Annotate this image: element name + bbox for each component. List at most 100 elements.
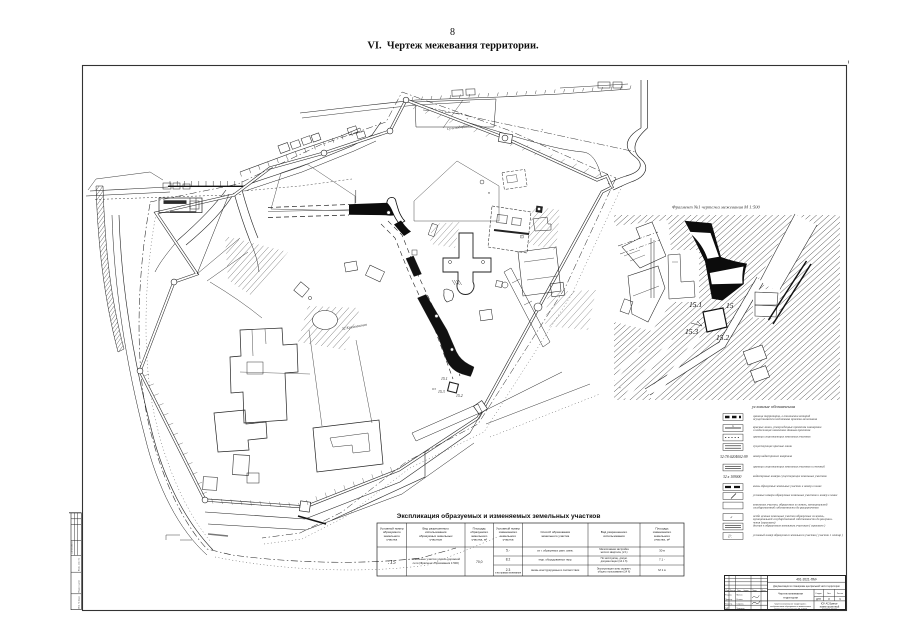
svg-text:VI. Чертеж межевания территор: VI. Чертеж межевания территории. — [367, 41, 539, 52]
svg-text:нижне проектный: нижне проектный — [820, 606, 840, 609]
svg-text:Су-ы водоразд.: Су-ы водоразд. — [447, 124, 470, 131]
svg-text:Подп. и дата: Подп. и дата — [79, 579, 81, 592]
svg-text:жилого квартала, (2.1): жилого квартала, (2.1) — [601, 550, 628, 554]
svg-text:красные линии, утвержденные пр: красные линии, утвержденные проектом пла… — [753, 425, 822, 430]
svg-text:и на правах межевания: и на правах межевания — [495, 572, 522, 575]
svg-text:30 в: 30 в — [659, 549, 665, 553]
svg-text:1/:: 1/: — [728, 535, 732, 539]
svg-text:Серова: Серова — [737, 603, 745, 605]
svg-text:земельного: земельного — [654, 534, 671, 538]
svg-text:участков: участков — [430, 538, 443, 542]
svg-text:чения (сервитут): чения (сервитут) — [753, 520, 775, 524]
svg-text:использования: использования — [603, 534, 625, 538]
svg-text:Инв. № подл.: Инв. № подл. — [78, 595, 81, 608]
svg-text:земельного: земельного — [384, 534, 401, 538]
svg-text:государственной собственности: государственной собственности до разгран… — [753, 505, 819, 510]
svg-text:условные номера образуемых зем: условные номера образуемых земельных уча… — [752, 493, 838, 497]
svg-text:№док.: №док. — [744, 589, 750, 592]
svg-text:участка, м²: участка, м² — [471, 538, 487, 542]
svg-text:земельного: земельного — [471, 534, 488, 538]
svg-text:участка, м²: участка, м² — [654, 538, 670, 542]
svg-text:Площадь: Площадь — [655, 526, 669, 530]
svg-text:Дата: Дата — [762, 590, 767, 592]
svg-text:Н.контр.: Н.контр. — [725, 603, 733, 605]
svg-text:8: 8 — [828, 598, 830, 601]
svg-text:70,0: 70,0 — [476, 560, 483, 564]
svg-text:условный номер образуемого зем: условный номер образуемого земельного уч… — [752, 532, 843, 537]
svg-text:отображением образуемых и изме: отображением образуемых и изменяемых — [770, 606, 812, 608]
svg-text:15.2: 15.2 — [456, 394, 463, 398]
svg-text:Взам. инв. №: Взам. инв. № — [78, 557, 81, 571]
svg-text:15.2: 15.2 — [716, 333, 729, 342]
svg-text:Митин: Митин — [737, 595, 743, 597]
svg-text:и подлежащие изменению данным: и подлежащие изменению данным проектом — [753, 428, 810, 432]
svg-text:образуемых земельных: образуемых земельных — [419, 534, 453, 538]
svg-text:вновь образуемые земельные уча: вновь образуемые земельные участки и ном… — [753, 484, 822, 488]
svg-text:земельные участки улично-дорож: земельные участки улично-дорожной — [411, 557, 460, 561]
svg-text:документации (14.1 б): документации (14.1 б) — [601, 559, 628, 563]
svg-text:Экспликация образуемых и измен: Экспликация образуемых и изменяемых земе… — [397, 512, 601, 520]
svg-text:Хомяков: Хомяков — [737, 608, 745, 610]
svg-text:15.1: 15.1 — [441, 377, 448, 381]
svg-text:Способ образования: Способ образования — [540, 530, 570, 534]
svg-text:+: + — [466, 116, 469, 121]
svg-text:общего пользования (14 б): общего пользования (14 б) — [598, 570, 631, 574]
svg-text:0.5: 0.5 — [432, 387, 436, 391]
svg-text:Условный номер: Условный номер — [380, 526, 404, 530]
svg-text:Изм.: Изм. — [726, 590, 731, 592]
svg-text:Фрагмент №1 чертежа межевания: Фрагмент №1 чертежа межевания М 1:500 — [672, 205, 761, 210]
svg-text:граница территории, в отношени: граница территории, в отношении которой — [753, 413, 811, 419]
svg-text:✓: ✓ — [730, 516, 733, 520]
svg-text:15: 15 — [726, 301, 734, 310]
svg-text:Лист: Лист — [737, 590, 741, 592]
svg-text:491-2021-ПМ²: 491-2021-ПМ² — [796, 577, 817, 581]
svg-text:из т. образуемых разн. смеж.: из т. образуемых разн. смеж. — [537, 549, 573, 553]
svg-text:15.3: 15.3 — [438, 390, 445, 394]
svg-text:участка: участка — [386, 538, 397, 542]
svg-text:границы существующих земельных: границы существующих земельных участков … — [753, 463, 825, 468]
svg-text:территории: территории — [783, 596, 798, 600]
svg-text:условные обозначения: условные обозначения — [751, 404, 795, 409]
svg-text:особо ценные земельные участки: особо ценные земельные участки образуемы… — [753, 514, 825, 519]
svg-text:муниципальной государственной: муниципальной государственной собственно… — [752, 516, 832, 521]
svg-text:Вид разрешенного: Вид разрешенного — [601, 530, 628, 534]
svg-text:Провер.: Провер. — [725, 599, 733, 601]
svg-text:Клюев: Клюев — [737, 599, 743, 601]
svg-text:9: 9 — [839, 598, 841, 601]
svg-text:32 к 109000: 32 к 109000 — [723, 475, 741, 479]
svg-text:Кол.уч: Кол.уч — [730, 590, 736, 592]
svg-text:5.-: 5.- — [506, 549, 510, 553]
svg-text:По эксплуатац. докум.: По эксплуатац. докум. — [601, 556, 628, 560]
svg-text:земельного: земельного — [500, 534, 517, 538]
svg-text:15.1: 15.1 — [689, 300, 702, 309]
svg-text:номер кадастрового квартала: номер кадастрового квартала — [753, 454, 793, 458]
svg-text:Малоэтажная застройка: Малоэтажная застройка — [599, 547, 629, 551]
svg-text:1: 1 — [732, 424, 734, 428]
svg-text:7.1 -: 7.1 - — [659, 558, 665, 562]
svg-text:использования: использования — [425, 530, 447, 534]
svg-text:образуемого: образуемого — [470, 530, 488, 534]
svg-text:Стадия: Стадия — [815, 593, 821, 595]
svg-text:земельных участков укр. М 1:2: земельных участков укр. М 1:2000 — [774, 608, 808, 610]
svg-text:Площадь: Площадь — [473, 526, 487, 530]
svg-text:8.2: 8.2 — [506, 558, 511, 562]
svg-text:2.3: 2.3 — [506, 568, 511, 572]
svg-text:ЮУ АС Брянск-: ЮУ АС Брянск- — [821, 603, 838, 606]
svg-text:вновь конструируемые в соответ: вновь конструируемые в соответствии — [531, 569, 580, 572]
svg-text:Чертеж межевания: Чертеж межевания — [778, 592, 803, 596]
svg-text:границы существующих земельных: границы существующих земельных участков — [753, 434, 811, 438]
svg-text:кадастровые номера существующи: кадастровые номера существующих земельны… — [753, 474, 827, 478]
svg-text:п: п — [488, 191, 490, 195]
svg-text:существующие красные линии: существующие красные линии — [753, 444, 793, 448]
svg-text:Чертеж межевания территории с: Чертеж межевания территории с — [775, 604, 807, 606]
svg-text:Лист: Лист — [827, 593, 831, 595]
svg-text:изменяемого: изменяемого — [653, 530, 672, 534]
svg-text:Эксплуатация зоны огранич.: Эксплуатация зоны огранич. — [597, 566, 632, 570]
svg-text:ДПТ: ДПТ — [816, 598, 821, 601]
svg-text:ГИП: ГИП — [725, 608, 730, 610]
svg-text:32:78:0204002:99: 32:78:0204002:99 — [720, 455, 748, 459]
svg-text:Документация по планировке цен: Документация по планировке центральной ч… — [773, 585, 840, 588]
svg-text:+: + — [619, 386, 621, 390]
svg-text:Условный номер: Условный номер — [496, 526, 520, 530]
svg-text::15: :15 — [388, 560, 396, 566]
